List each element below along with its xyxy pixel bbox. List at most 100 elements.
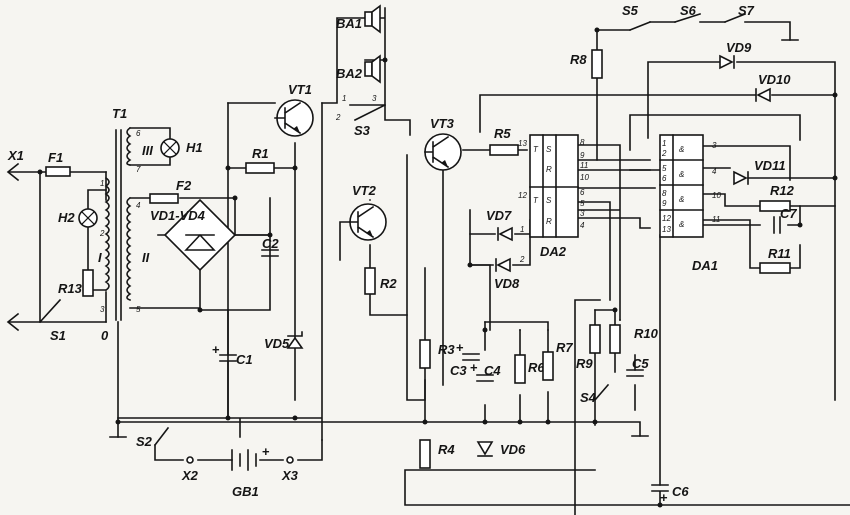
label-vt3: VT3 <box>430 116 455 131</box>
da2-out-3: 3 <box>580 209 585 218</box>
da1-pin-6: 6 <box>662 174 667 183</box>
label-x2: X2 <box>181 468 199 483</box>
connector-x3: X3 <box>281 456 299 483</box>
pin-t1-3: 3 <box>100 305 105 314</box>
lamp-h2: H2 <box>58 208 98 228</box>
switch-s5: S5 <box>622 3 652 32</box>
label-c7: C7 <box>780 206 797 221</box>
resistor-r12: R12 <box>759 183 795 212</box>
da2-s1: S <box>546 145 552 154</box>
plus-c4: + <box>470 360 478 375</box>
da1-pin-8: 8 <box>662 189 667 198</box>
switch-s6: S6 <box>673 3 702 24</box>
da2-pin-12: 12 <box>518 191 527 200</box>
resistor-r4: R4 <box>419 439 455 469</box>
da2-in-2: 2 <box>519 255 525 264</box>
diode-vd10: VD10 <box>755 72 791 103</box>
label-t1: T1 <box>112 106 127 121</box>
label-vd1-vd4: VD1-VD4 <box>150 208 206 223</box>
label-c6: C6 <box>672 484 689 499</box>
label-vd7: VD7 <box>486 208 512 223</box>
label-s3: S3 <box>354 123 371 138</box>
label-winding-ii: II <box>142 250 150 265</box>
battery-gb1: + GB1 <box>231 444 270 499</box>
label-s5: S5 <box>622 3 639 18</box>
transistor-vt3: VT3 <box>424 116 462 171</box>
label-vt1: VT1 <box>288 82 312 97</box>
da1-gate-1: & <box>679 145 684 154</box>
pin-s3-1: 1 <box>342 94 346 103</box>
label-vd5: VD5 <box>264 336 290 351</box>
da1-out-11: 11 <box>712 215 720 224</box>
resistor-r2: R2 <box>364 267 397 295</box>
da2-out-9: 9 <box>580 151 585 160</box>
plus-c1: + <box>212 342 220 357</box>
pin-t1-1: 1 <box>100 179 104 188</box>
connector-x2: X2 <box>181 456 199 483</box>
chip-da1: 1 2 5 6 8 9 12 13 & & & & 3 4 10 11 DA1 <box>659 134 721 273</box>
plus-c6: + <box>660 490 668 505</box>
label-da2: DA2 <box>540 244 567 259</box>
label-s7: S7 <box>738 3 755 18</box>
da1-pin-1: 1 <box>662 139 666 148</box>
diode-vd6: VD6 <box>476 441 526 457</box>
transformer-t1: T1 1 2 3 4 5 6 7 I II III 0 <box>98 106 153 343</box>
label-c3: C3 <box>450 363 467 378</box>
label-vd8: VD8 <box>494 276 520 291</box>
da2-s2: S <box>546 196 552 205</box>
da2-out-10: 10 <box>580 173 589 182</box>
capacitor-c3: + C3 <box>450 340 480 378</box>
transistor-vt1: VT1 <box>274 82 314 137</box>
label-r8: R8 <box>570 52 587 67</box>
capacitor-c7: C7 <box>773 206 797 234</box>
plus-c3: + <box>456 340 464 355</box>
label-h1: H1 <box>186 140 203 155</box>
label-r11: R11 <box>768 246 791 261</box>
da2-in-1: 1 <box>520 225 524 234</box>
label-ba1: BA1 <box>336 16 362 31</box>
label-c1: C1 <box>236 352 253 367</box>
pin-t1-6: 6 <box>136 129 141 138</box>
label-s4: S4 <box>580 390 597 405</box>
connector-x1-lower-prong <box>6 312 20 332</box>
da2-t2: T <box>533 196 539 205</box>
label-s6: S6 <box>680 3 697 18</box>
diode-vd7: VD7 <box>486 208 513 242</box>
switch-s4: S4 <box>580 383 610 405</box>
da1-pin-2: 2 <box>661 149 667 158</box>
capacitor-c4: + C4 <box>470 360 501 382</box>
label-zero: 0 <box>101 328 109 343</box>
junction-dots <box>37 27 838 508</box>
label-winding-iii: III <box>142 143 153 158</box>
label-ba2: BA2 <box>336 66 363 81</box>
label-vd6: VD6 <box>500 442 526 457</box>
fuse-f1: F1 <box>45 150 71 177</box>
transistor-vt2: VT2 <box>349 183 387 241</box>
resistor-r6: R6 <box>514 354 545 384</box>
label-r1: R1 <box>252 146 269 161</box>
resistor-r9: R9 <box>576 324 601 371</box>
speaker-ba2: BA2 <box>336 54 381 84</box>
da2-out-6: 6 <box>580 188 585 197</box>
label-r9: R9 <box>576 356 593 371</box>
pin-s3-2: 2 <box>335 113 341 122</box>
label-da1: DA1 <box>692 258 718 273</box>
label-x1: X1 <box>7 148 24 163</box>
da1-pin-12: 12 <box>662 214 671 223</box>
label-f1: F1 <box>48 150 63 165</box>
resistor-r11: R11 <box>759 246 791 274</box>
da1-out-4: 4 <box>712 167 717 176</box>
label-r12: R12 <box>770 183 795 198</box>
label-vd9: VD9 <box>726 40 752 55</box>
da2-r1: R <box>546 165 552 174</box>
resistor-r1: R1 <box>245 146 275 174</box>
da1-pin-13: 13 <box>662 225 671 234</box>
label-f2: F2 <box>176 178 192 193</box>
da1-gate-4: & <box>679 220 684 229</box>
switch-s2: S2 <box>136 426 170 449</box>
speaker-ba1: BA1 <box>336 4 381 34</box>
label-r6: R6 <box>528 360 545 375</box>
label-winding-i: I <box>98 250 102 265</box>
